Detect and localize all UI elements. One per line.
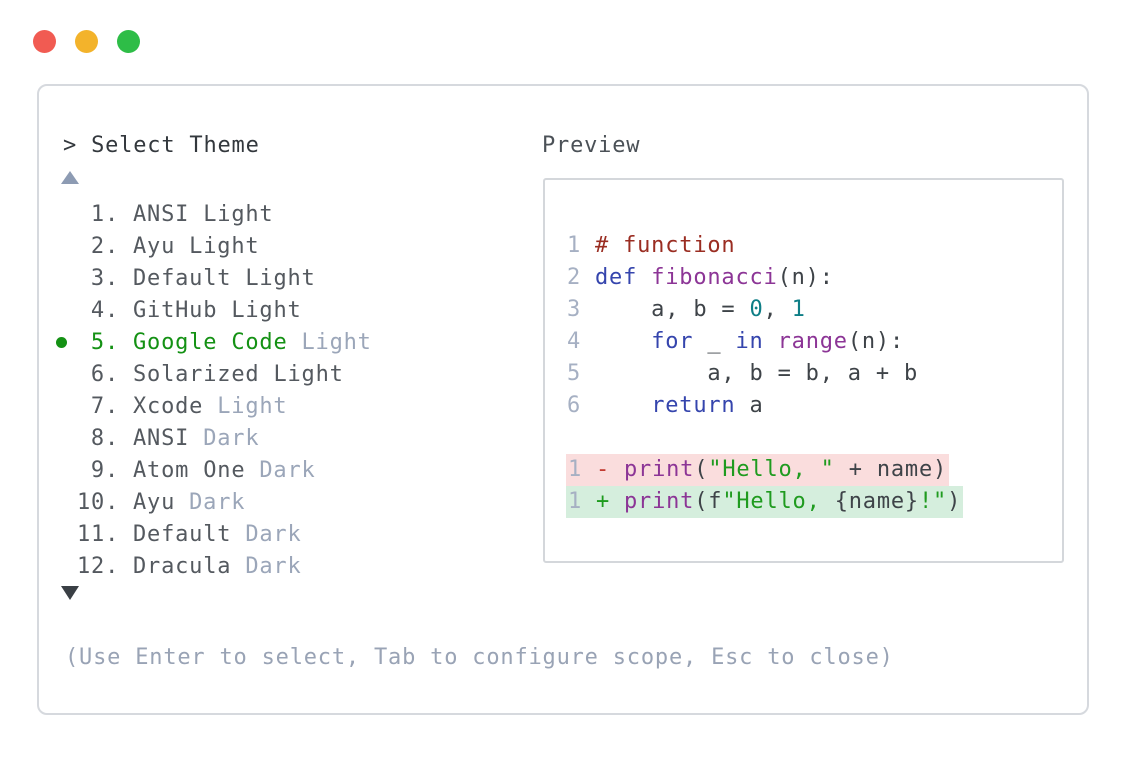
line-number: 1 [567,233,582,258]
theme-number: 7. [90,393,119,419]
theme-name: Ayu Light [133,233,260,259]
theme-option[interactable]: 6. Solarized Light [39,358,1087,390]
line-number: 6 [567,393,582,418]
theme-option[interactable]: 7. Xcode Light [39,390,1087,422]
scroll-up-icon[interactable] [61,171,79,184]
theme-option[interactable]: 12. Dracula Dark [39,550,1087,582]
theme-option[interactable]: 8. ANSI Dark [39,422,1087,454]
theme-name: GitHub Light [133,297,302,323]
diff-plus-sign: + [596,489,611,514]
theme-name: Default [133,521,232,547]
diff-added-line: 1+print(f"Hello, {name}!") [545,486,1062,518]
theme-name: Xcode [133,393,204,419]
code-line: 4 for _ in range(n): [545,326,1062,358]
theme-option[interactable]: 2. Ayu Light [39,230,1087,262]
theme-option[interactable]: 3. Default Light [39,262,1087,294]
line-number: 2 [567,265,582,290]
theme-variant: Light [217,393,288,419]
keyboard-hint: (Use Enter to select, Tab to configure s… [65,645,894,670]
code-line: 5 a, b = b, a + b [545,358,1062,390]
theme-number: 1. [90,201,119,227]
theme-option[interactable]: 1. ANSI Light [39,198,1087,230]
code-line: 3 a, b = 0, 1 [545,294,1062,326]
line-number: 5 [567,361,582,386]
theme-option[interactable]: 4. GitHub Light [39,294,1087,326]
code-line: 6 return a [545,390,1062,422]
preview-label: Preview [542,133,641,158]
code-line: 1# function [545,230,1062,262]
theme-number: 3. [90,265,119,291]
theme-variant: Light [301,329,372,355]
theme-number: 12. [77,553,120,579]
select-theme-prompt: > Select Theme [63,133,260,158]
line-number: 1 [568,457,583,482]
theme-number: 11. [77,521,120,547]
theme-name: Google Code [133,329,288,355]
theme-number: 8. [90,425,119,451]
theme-name: Solarized Light [133,361,344,387]
theme-option-selected[interactable]: 5. Google Code Light [39,326,1087,358]
theme-name: Default Light [133,265,316,291]
selection-gutter [39,336,77,348]
theme-list: 1. ANSI Light 2. Ayu Light 3. Default Li… [39,198,1087,582]
theme-selector-panel: > Select Theme Preview 1. ANSI Light 2. … [37,84,1089,715]
theme-number: 6. [90,361,119,387]
zoom-button[interactable] [117,30,140,53]
diff-minus-sign: - [596,457,611,482]
theme-number: 9. [90,457,119,483]
theme-name: ANSI Light [133,201,274,227]
theme-option[interactable]: 9. Atom One Dark [39,454,1087,486]
theme-number: 2. [90,233,119,259]
minimize-button[interactable] [75,30,98,53]
window-controls [33,30,140,53]
close-button[interactable] [33,30,56,53]
scroll-down-icon[interactable] [61,586,79,600]
theme-variant: Dark [245,521,302,547]
blank-line [545,422,1062,454]
theme-variant: Dark [189,489,246,515]
theme-number: 4. [90,297,119,323]
theme-number: 5. [90,329,119,355]
theme-name: Ayu [133,489,176,515]
line-number: 3 [567,297,582,322]
theme-name: ANSI [133,425,190,451]
diff-removed-line: 1-print("Hello, " + name) [545,454,1062,486]
line-number: 4 [567,329,582,354]
theme-name: Dracula [133,553,232,579]
theme-variant: Dark [203,425,260,451]
theme-variant: Dark [259,457,316,483]
theme-number: 10. [77,489,120,515]
theme-variant: Dark [245,553,302,579]
theme-name: Atom One [133,457,246,483]
theme-option[interactable]: 11. Default Dark [39,518,1087,550]
line-number: 1 [568,489,583,514]
selected-bullet-icon [56,336,67,348]
theme-option[interactable]: 10. Ayu Dark [39,486,1087,518]
